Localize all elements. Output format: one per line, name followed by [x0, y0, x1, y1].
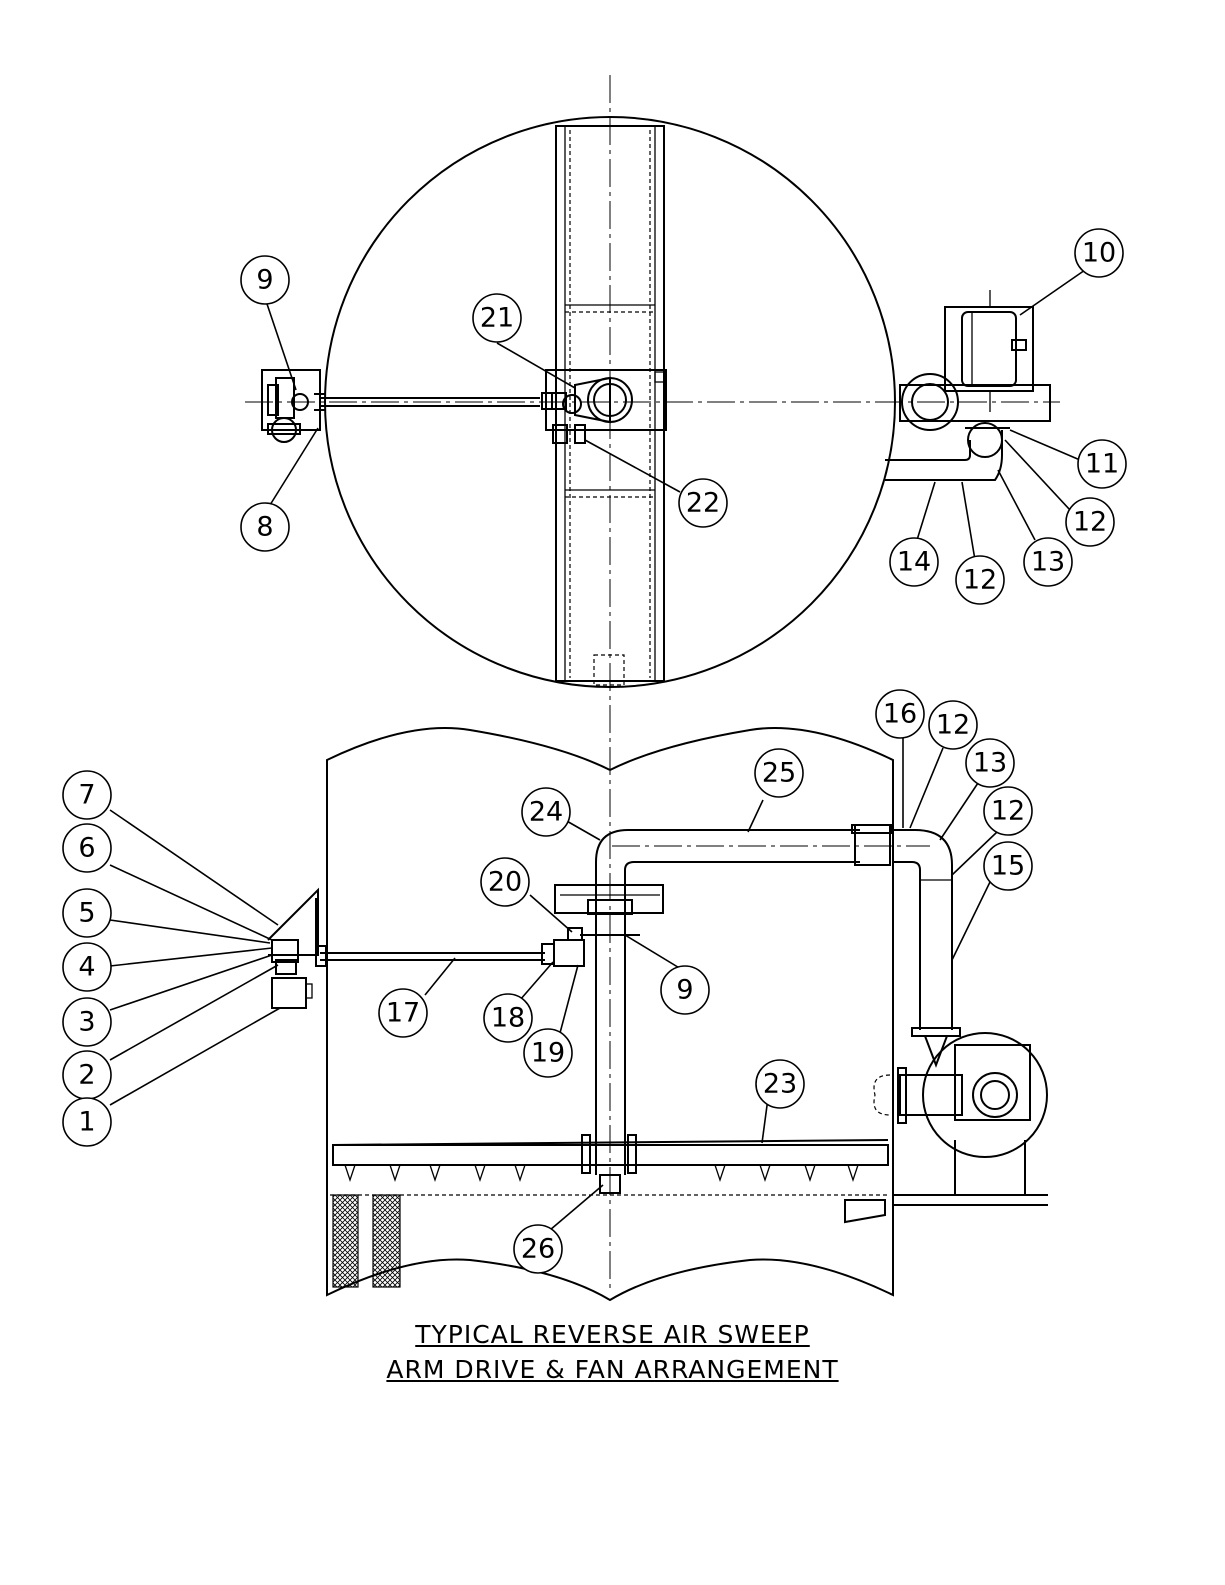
svg-text:20: 20 [488, 867, 522, 898]
svg-text:3: 3 [78, 1007, 95, 1038]
callout-12-plan-bottom: 12 [956, 556, 1004, 604]
callout-7: 7 [63, 771, 111, 819]
svg-text:17: 17 [386, 998, 420, 1029]
top-duct [596, 825, 960, 1065]
svg-text:12: 12 [991, 796, 1025, 827]
callout-24: 24 [522, 788, 570, 836]
svg-text:1: 1 [78, 1107, 95, 1138]
callout-4: 4 [63, 943, 111, 991]
callout-9-elev: 9 [661, 966, 709, 1014]
svg-text:6: 6 [78, 833, 95, 864]
callout-13-elev: 13 [966, 739, 1014, 787]
callout-9-plan: 9 [241, 256, 289, 304]
callout-22: 22 [679, 479, 727, 527]
callout-6: 6 [63, 824, 111, 872]
svg-text:23: 23 [763, 1069, 797, 1100]
svg-text:12: 12 [963, 565, 997, 596]
callout-18: 18 [484, 994, 532, 1042]
drawing-title-line-1: TYPICAL REVERSE AIR SWEEP [0, 1320, 1225, 1349]
svg-text:9: 9 [676, 975, 693, 1006]
callout-1: 1 [63, 1098, 111, 1146]
svg-text:4: 4 [78, 952, 95, 983]
callout-11: 11 [1078, 440, 1126, 488]
svg-text:18: 18 [491, 1003, 525, 1034]
svg-text:12: 12 [936, 710, 970, 741]
plan-view [245, 75, 1060, 1290]
callout-13-plan: 13 [1024, 538, 1072, 586]
fan-plan [885, 290, 1050, 480]
callout-12-elev-right: 12 [984, 787, 1032, 835]
svg-text:22: 22 [686, 488, 720, 519]
svg-text:13: 13 [1031, 547, 1065, 578]
leader-lines [110, 270, 1085, 1230]
callout-2: 2 [63, 1051, 111, 1099]
callout-14: 14 [890, 538, 938, 586]
callout-15: 15 [984, 842, 1032, 890]
svg-text:10: 10 [1082, 238, 1116, 269]
svg-text:16: 16 [883, 699, 917, 730]
svg-text:26: 26 [521, 1234, 555, 1265]
svg-text:8: 8 [256, 512, 273, 543]
elevation-drive-support [268, 890, 584, 1008]
svg-text:9: 9 [256, 265, 273, 296]
svg-text:11: 11 [1085, 449, 1119, 480]
callout-8-plan: 8 [241, 503, 289, 551]
callout-17: 17 [379, 989, 427, 1037]
svg-text:15: 15 [991, 851, 1025, 882]
callout-5: 5 [63, 889, 111, 937]
callout-20: 20 [481, 858, 529, 906]
svg-text:19: 19 [531, 1038, 565, 1069]
left-drive-plan [262, 370, 540, 442]
callout-10: 10 [1075, 229, 1123, 277]
callout-21: 21 [473, 294, 521, 342]
drawing-title-line-2: ARM DRIVE & FAN ARRANGEMENT [0, 1355, 1225, 1384]
callout-23: 23 [756, 1060, 804, 1108]
svg-text:2: 2 [78, 1060, 95, 1091]
svg-text:24: 24 [529, 797, 563, 828]
callout-16: 16 [876, 690, 924, 738]
callout-3: 3 [63, 998, 111, 1046]
svg-text:14: 14 [897, 547, 931, 578]
svg-text:7: 7 [78, 780, 95, 811]
svg-text:21: 21 [480, 303, 514, 334]
callout-12-elev-top: 12 [929, 701, 977, 749]
svg-text:13: 13 [973, 748, 1007, 779]
callout-25: 25 [755, 749, 803, 797]
svg-text:12: 12 [1073, 507, 1107, 538]
callout-12-plan-right: 12 [1066, 498, 1114, 546]
svg-text:25: 25 [762, 758, 796, 789]
fan-elevation [874, 1033, 1048, 1205]
callout-19: 19 [524, 1029, 572, 1077]
callout-26: 26 [514, 1225, 562, 1273]
svg-text:5: 5 [78, 898, 95, 929]
